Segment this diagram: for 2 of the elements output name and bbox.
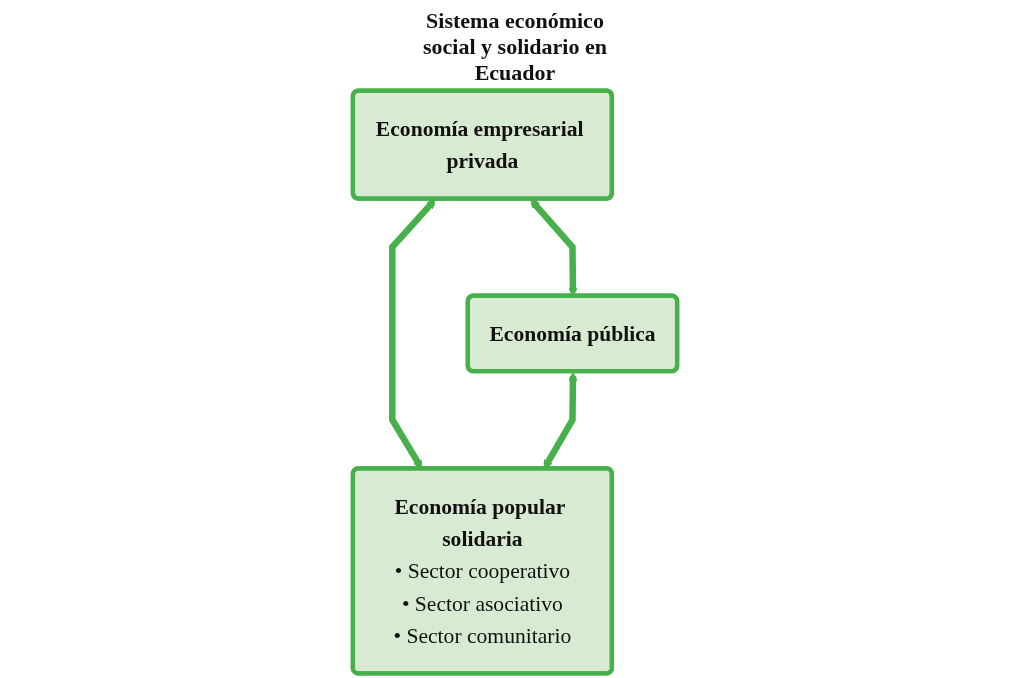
arrow [530, 199, 578, 297]
center-label: Sistema económico social y solidario en Ecuador [422, 8, 608, 86]
